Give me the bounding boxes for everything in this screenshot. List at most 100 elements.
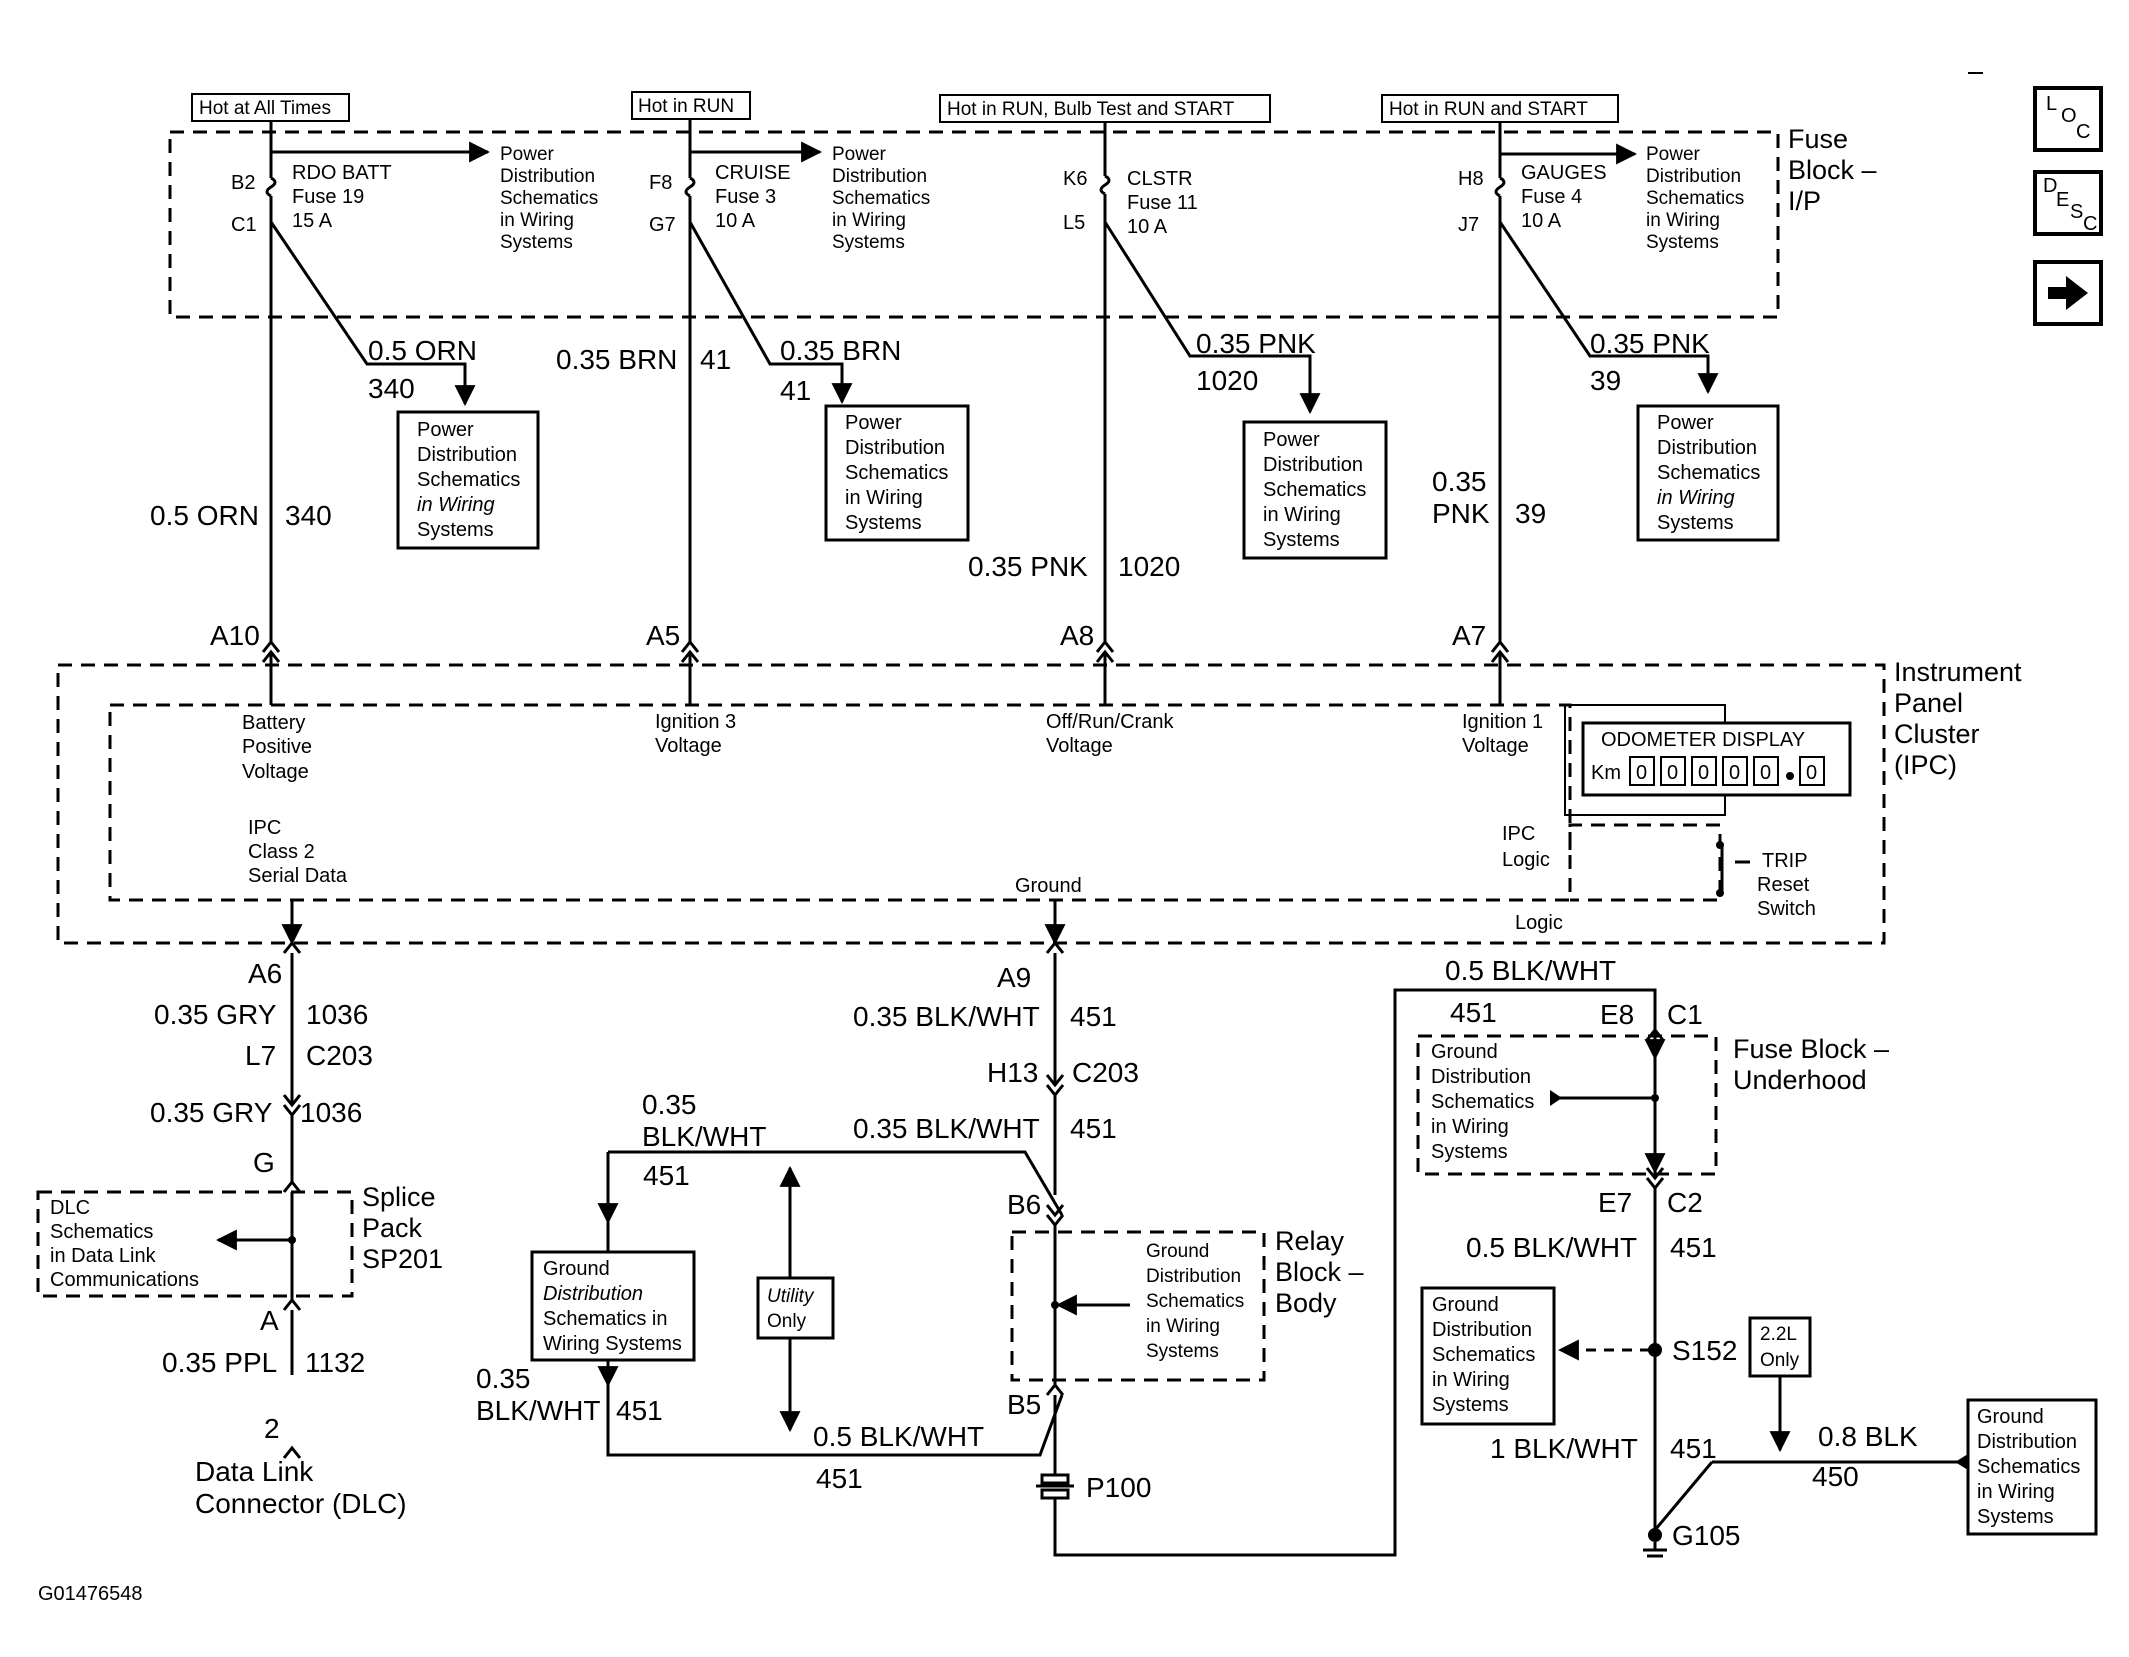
hot-in-run-label: Hot in RUN xyxy=(631,91,751,120)
svg-text:Utility: Utility xyxy=(767,1286,815,1307)
fuse-4-gauges: H8 J7 GAUGES Fuse 4 10 A Power Distribut… xyxy=(1458,132,1744,642)
svg-text:Serial Data: Serial Data xyxy=(248,865,348,887)
svg-text:in Wiring: in Wiring xyxy=(845,487,923,509)
svg-text:451: 451 xyxy=(1670,1232,1717,1263)
svg-text:A: A xyxy=(260,1305,279,1336)
ipc-title: Instrument Panel Cluster (IPC) xyxy=(1894,657,2022,780)
svg-text:in Wiring: in Wiring xyxy=(1431,1116,1509,1138)
svg-text:L5: L5 xyxy=(1063,212,1085,234)
svg-text:0: 0 xyxy=(1760,762,1771,784)
svg-text:B6: B6 xyxy=(1007,1189,1041,1220)
svg-text:Hot at All Times: Hot at All Times xyxy=(199,98,331,119)
svg-text:Ground: Ground xyxy=(1432,1294,1499,1316)
svg-text:340: 340 xyxy=(285,500,332,531)
svg-text:Cluster: Cluster xyxy=(1894,719,1980,749)
svg-text:0.35 BLK/WHT: 0.35 BLK/WHT xyxy=(853,1001,1040,1032)
svg-text:Schematics: Schematics xyxy=(1146,1291,1244,1312)
svg-text:Systems: Systems xyxy=(417,519,494,541)
hot-in-run-start-label: Hot in RUN and START xyxy=(1381,94,1619,123)
svg-text:Schematics: Schematics xyxy=(1431,1091,1534,1113)
svg-text:451: 451 xyxy=(816,1463,863,1494)
utility-only-note: Utility Only xyxy=(756,1165,835,1433)
svg-text:Ignition 1: Ignition 1 xyxy=(1462,711,1543,733)
svg-text:Distribution: Distribution xyxy=(1646,166,1741,187)
svg-text:Schematics: Schematics xyxy=(1432,1344,1535,1366)
ground-distribution-ref-g105[interactable]: Ground Distribution Schematics in Wiring… xyxy=(1966,1398,2098,1536)
svg-text:CLSTR: CLSTR xyxy=(1127,168,1193,190)
svg-text:A9: A9 xyxy=(997,962,1031,993)
svg-text:1036: 1036 xyxy=(300,1097,362,1128)
svg-text:Ground: Ground xyxy=(1146,1241,1209,1262)
ground-distribution-ref-center[interactable]: Ground Distribution Schematics in Wiring… xyxy=(530,1250,696,1362)
next-arrow-button[interactable] xyxy=(2033,260,2103,326)
only-2-2l-note: 2.2L Only xyxy=(1748,1316,1812,1453)
svg-text:Body: Body xyxy=(1275,1288,1337,1318)
power-distribution-ref-3[interactable]: Power Distribution Schematics in Wiring … xyxy=(1242,420,1388,560)
svg-text:0.8 BLK: 0.8 BLK xyxy=(1818,1421,1918,1452)
svg-text:Distribution: Distribution xyxy=(417,444,517,466)
svg-text:Connector (DLC): Connector (DLC) xyxy=(195,1488,407,1519)
desc-button[interactable]: D E S C xyxy=(2033,170,2103,236)
svg-text:Schematics: Schematics xyxy=(500,188,598,209)
svg-text:Km: Km xyxy=(1591,762,1621,784)
svg-text:C: C xyxy=(2076,121,2090,143)
s152-splice xyxy=(1648,1343,1662,1357)
svg-text:0.35: 0.35 xyxy=(642,1089,697,1120)
svg-text:Systems: Systems xyxy=(1146,1341,1219,1362)
svg-text:0.35 GRY: 0.35 GRY xyxy=(150,1097,273,1128)
svg-text:in Wiring: in Wiring xyxy=(832,210,906,231)
svg-text:O: O xyxy=(2061,105,2077,127)
svg-text:A10: A10 xyxy=(210,620,260,651)
svg-text:Splice: Splice xyxy=(362,1182,436,1212)
svg-text:41: 41 xyxy=(700,344,731,375)
svg-text:Voltage: Voltage xyxy=(242,761,309,783)
svg-text:Schematics: Schematics xyxy=(1657,462,1760,484)
power-distribution-ref-4[interactable]: Power Distribution Schematics in Wiring … xyxy=(1636,404,1780,542)
svg-text:1020: 1020 xyxy=(1196,365,1258,396)
svg-text:0.5 BLK/WHT: 0.5 BLK/WHT xyxy=(813,1421,984,1452)
svg-text:Distribution: Distribution xyxy=(1263,454,1363,476)
svg-text:Panel: Panel xyxy=(1894,688,1963,718)
svg-text:0.35 GRY: 0.35 GRY xyxy=(154,999,277,1030)
svg-text:Distribution: Distribution xyxy=(845,437,945,459)
svg-text:0: 0 xyxy=(1667,762,1678,784)
hot-at-all-times-label: Hot at All Times xyxy=(191,93,350,122)
svg-text:Fuse 3: Fuse 3 xyxy=(715,186,776,208)
svg-text:Communications: Communications xyxy=(50,1269,199,1291)
svg-text:Underhood: Underhood xyxy=(1733,1065,1867,1095)
svg-text:Ignition 3: Ignition 3 xyxy=(655,711,736,733)
loc-button[interactable]: L O C xyxy=(2033,86,2103,152)
svg-text:0.35 BRN: 0.35 BRN xyxy=(780,335,901,366)
svg-text:BLK/WHT: BLK/WHT xyxy=(642,1121,766,1152)
svg-text:L: L xyxy=(2046,93,2057,115)
svg-text:Distribution: Distribution xyxy=(1977,1431,2077,1453)
svg-text:Systems: Systems xyxy=(1431,1141,1508,1163)
fuse-block-ip-label: Fuse Block – I/P xyxy=(1788,124,1877,216)
svg-text:450: 450 xyxy=(1812,1461,1859,1492)
svg-text:0.35 PNK: 0.35 PNK xyxy=(968,551,1088,582)
svg-text:in Data Link: in Data Link xyxy=(50,1245,157,1267)
svg-text:in Wiring: in Wiring xyxy=(500,210,574,231)
svg-text:Fuse 11: Fuse 11 xyxy=(1127,192,1198,214)
svg-text:39: 39 xyxy=(1590,365,1621,396)
svg-text:Distribution: Distribution xyxy=(1431,1066,1531,1088)
svg-text:Block –: Block – xyxy=(1275,1257,1364,1287)
power-distribution-ref-1[interactable]: Power Distribution Schematics in Wiring … xyxy=(396,410,540,550)
svg-text:I/P: I/P xyxy=(1788,186,1821,216)
svg-text:Schematics: Schematics xyxy=(845,462,948,484)
fuse-11-clstr: K6 L5 CLSTR Fuse 11 10 A xyxy=(1063,132,1198,642)
splice-pack-sp201: DLC Schematics in Data Link Communicatio… xyxy=(36,1182,443,1298)
svg-text:A5: A5 xyxy=(646,620,680,651)
svg-text:Ground: Ground xyxy=(543,1258,610,1280)
svg-text:CRUISE: CRUISE xyxy=(715,162,791,184)
svg-text:0.35 PNK: 0.35 PNK xyxy=(1590,328,1710,359)
svg-text:Logic: Logic xyxy=(1502,849,1550,871)
ground-distribution-ref-s152[interactable]: Ground Distribution Schematics in Wiring… xyxy=(1420,1286,1556,1426)
svg-text:C1: C1 xyxy=(231,214,257,236)
svg-text:0: 0 xyxy=(1729,762,1740,784)
p100-passthrough: P100 xyxy=(1036,1472,1151,1505)
svg-text:Fuse 4: Fuse 4 xyxy=(1521,186,1582,208)
svg-text:Voltage: Voltage xyxy=(1046,735,1113,757)
power-distribution-ref-2[interactable]: Power Distribution Schematics in Wiring … xyxy=(824,404,970,542)
